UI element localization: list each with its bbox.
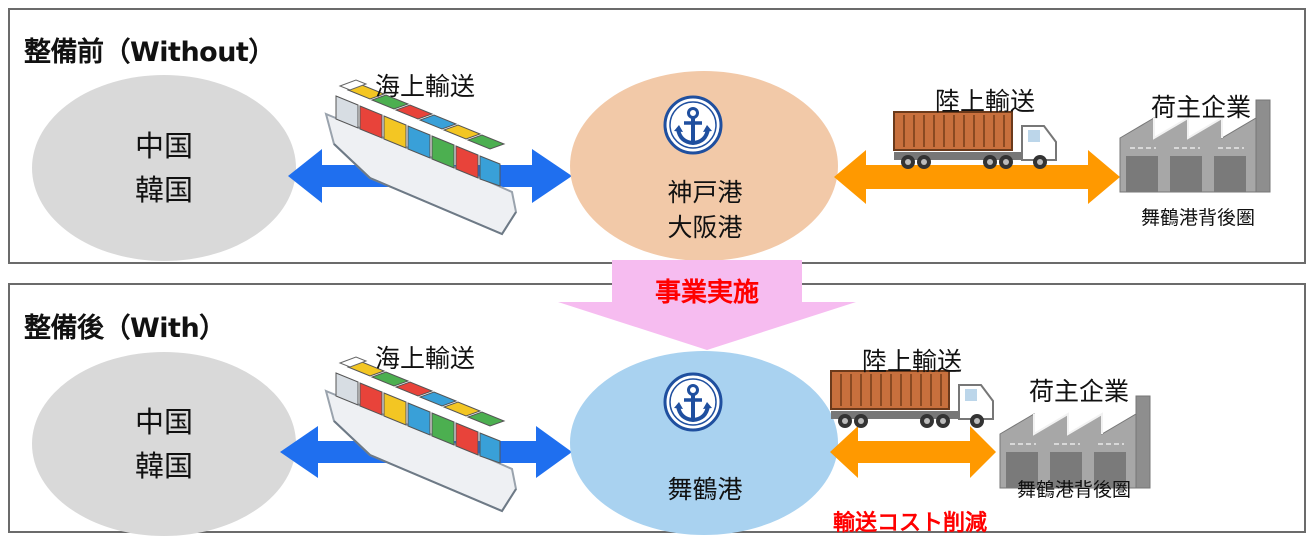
truck-icon <box>893 111 1057 170</box>
truck-icon <box>830 370 994 429</box>
cost-reduction-label: 輸送コスト削減 <box>832 511 987 536</box>
hinterland-label: 舞鶴港背後圏 <box>1140 207 1255 229</box>
land-transport-label: 陸上輸送 <box>934 87 1035 116</box>
origin-label-line1: 中国 <box>134 405 193 439</box>
before-title: 整備前（Without） <box>24 37 275 68</box>
ship-icon <box>325 79 517 235</box>
land-arrow-after <box>830 426 996 478</box>
land-arrow-before <box>834 150 1120 204</box>
project-label: 事業実施 <box>654 278 759 308</box>
port-label-line2: 大阪港 <box>667 213 743 242</box>
project-arrow <box>558 260 856 350</box>
ship-icon <box>325 356 517 512</box>
origin-circle-before <box>32 75 296 261</box>
sea-transport-label: 海上輸送 <box>374 72 475 101</box>
land-transport-label: 陸上輸送 <box>861 347 962 376</box>
origin-label-line2: 韓国 <box>134 173 193 207</box>
origin-label-line1: 中国 <box>134 129 193 163</box>
shipper-label: 荷主企業 <box>1150 93 1251 122</box>
sea-transport-label: 海上輸送 <box>374 344 475 373</box>
port-circle-before <box>570 71 838 261</box>
hinterland-label: 舞鶴港背後圏 <box>1016 479 1131 501</box>
anchor-icon <box>663 95 723 155</box>
anchor-icon <box>663 372 723 432</box>
port-label-line1: 神戸港 <box>667 178 743 207</box>
port-label-line1: 舞鶴港 <box>667 475 743 504</box>
origin-circle-after <box>32 352 296 536</box>
port-circle-after <box>570 351 838 535</box>
origin-label-line2: 韓国 <box>134 449 193 483</box>
shipper-label: 荷主企業 <box>1028 377 1129 406</box>
after-title: 整備後（With） <box>24 313 226 344</box>
